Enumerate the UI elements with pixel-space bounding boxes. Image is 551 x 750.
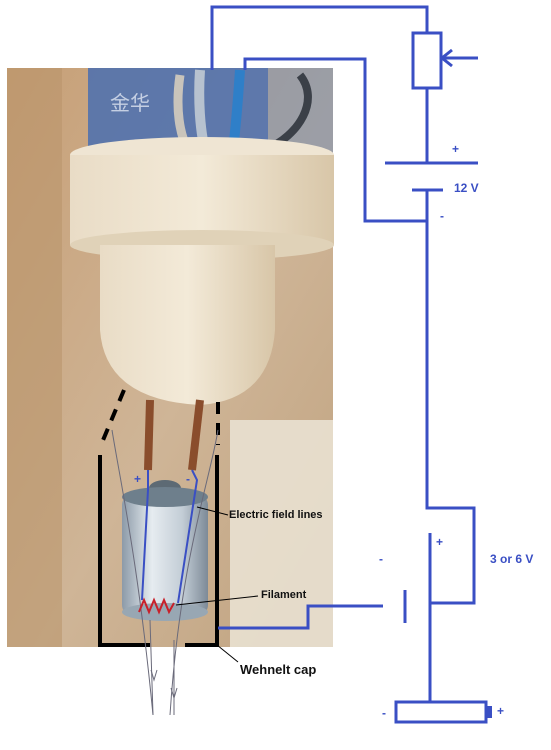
- label-pointers: [175, 506, 259, 663]
- cathode-cylinder: [122, 480, 208, 621]
- filament-coil: [138, 597, 175, 615]
- battery-12v-plus-label: +: [452, 142, 460, 156]
- battery-36v-plus-label: +: [436, 535, 444, 549]
- tube-plus-label: +: [134, 472, 142, 486]
- electric-field-lines-label: Electric field lines: [229, 509, 323, 521]
- ceramic-socket: [70, 137, 334, 405]
- battery-12v-label: 12 V: [454, 181, 479, 195]
- filament-label: Filament: [261, 589, 307, 601]
- battery-36v-label: 3 or 6 V: [490, 552, 534, 566]
- electric-field-lines: [111, 429, 219, 716]
- copper-leads: [144, 399, 204, 471]
- tube-minus-label: -: [186, 472, 190, 486]
- circuit-wiring: [210, 5, 478, 696]
- battery-12v-minus-label: -: [440, 209, 444, 223]
- wehnelt-cap-label: Wehnelt cap: [240, 662, 317, 677]
- photo-logo-text: 金华: [110, 91, 150, 115]
- bottom-resistor: [394, 700, 492, 724]
- battery-36v-minus-label: -: [379, 552, 383, 566]
- bottom-plus-label: +: [497, 704, 505, 718]
- potentiometer: [411, 31, 478, 90]
- filament-leads: [141, 469, 199, 604]
- bottom-minus-label: -: [382, 706, 386, 720]
